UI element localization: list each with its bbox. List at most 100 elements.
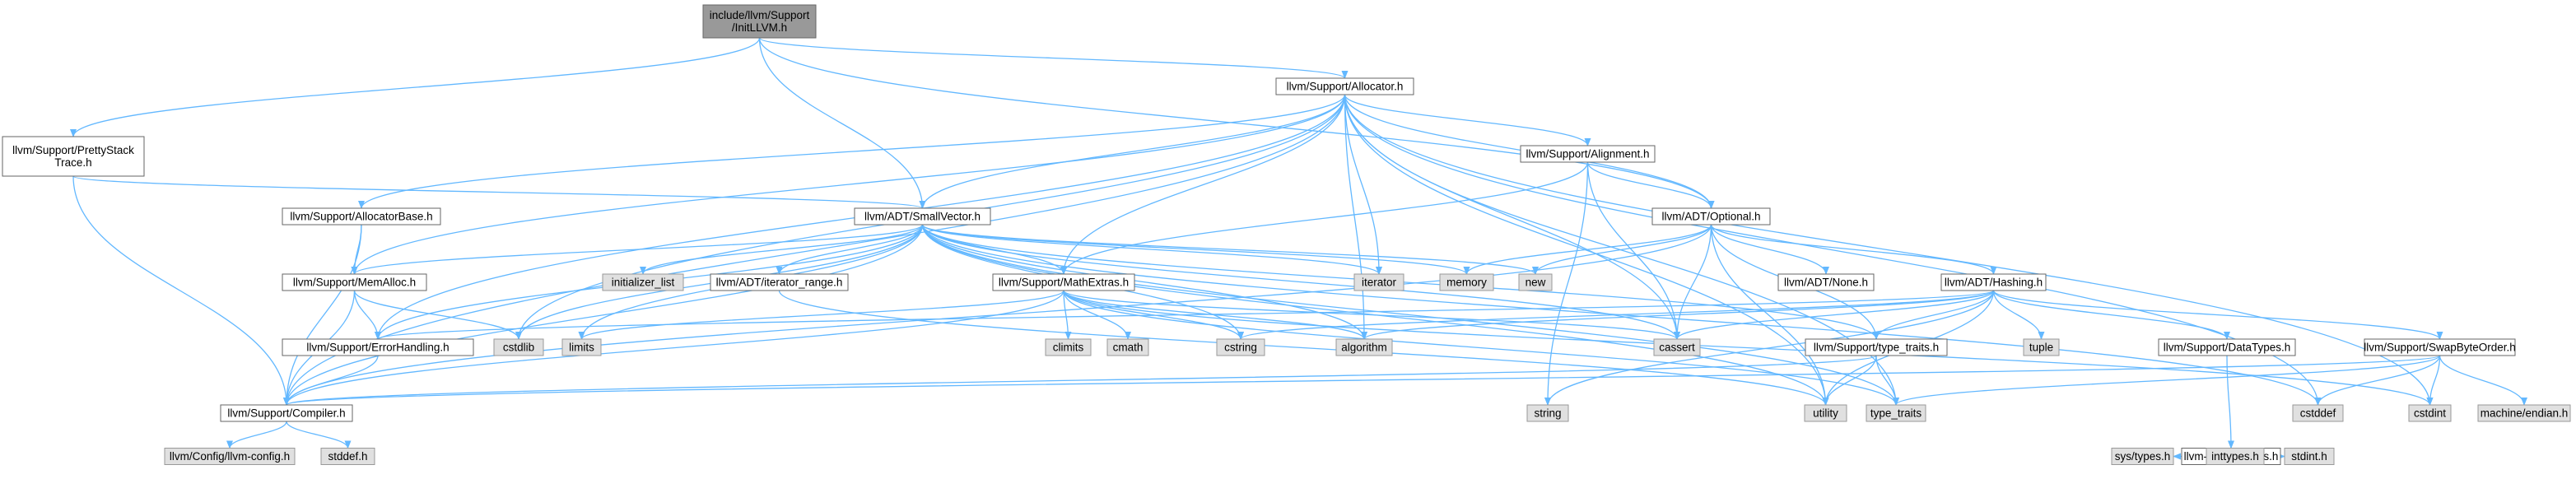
node-memalloc[interactable]: llvm/Support/MemAlloc.h <box>282 273 427 291</box>
node-box <box>2206 448 2265 465</box>
edge-datatypes-to-cdatatypes <box>2226 355 2234 449</box>
edge-swapbyte-to-type_traits <box>1893 355 2441 406</box>
edge-alloc-to-algorithm <box>1344 94 1367 340</box>
node-root[interactable]: include/llvm/Support/InitLLVM.h <box>702 4 817 39</box>
node-box <box>561 338 602 356</box>
edge-hashing-to-string <box>1544 290 1995 406</box>
edge-compiler-to-stddef <box>286 421 352 449</box>
node-mathextras[interactable]: llvm/Support/MathExtras.h <box>992 273 1135 291</box>
node-label: cstddef <box>2300 407 2336 420</box>
node-algorithm: algorithm <box>1335 338 1393 356</box>
node-box <box>1216 338 1265 356</box>
edge-alloc-to-compiler <box>283 94 1346 406</box>
node-box <box>702 4 817 39</box>
node-climits: climits <box>1045 338 1092 356</box>
node-label: machine/endian.h <box>2481 407 2569 420</box>
node-label: llvm/ADT/None.h <box>1784 277 1868 289</box>
node-box <box>220 404 353 422</box>
node-allocbase[interactable]: llvm/Support/AllocatorBase.h <box>282 207 441 226</box>
node-box <box>1335 338 1393 356</box>
node-alloc[interactable]: llvm/Support/Allocator.h <box>1275 77 1414 95</box>
edge-hashing-to-tuple <box>1992 290 2045 340</box>
node-label: cmath <box>1113 342 1144 354</box>
node-iterrange[interactable]: llvm/ADT/iterator_range.h <box>710 273 849 291</box>
node-box <box>164 448 296 465</box>
edge-mathextras-to-limits <box>578 290 1064 340</box>
node-typetraitsh[interactable]: llvm/Support/type_traits.h <box>1805 338 1948 356</box>
edge-pst-to-smallvec <box>72 175 925 209</box>
edge-swapbyte-to-cstddef <box>2314 355 2441 406</box>
edge-smallvec-to-algorithm <box>921 224 1367 340</box>
node-label: include/llvm/Support <box>710 9 810 21</box>
node-box <box>1439 273 1494 291</box>
edge-align-to-string <box>1544 161 1589 406</box>
node-label: tuple <box>2029 342 2053 354</box>
edge-optional-to-hashing <box>1710 224 1997 275</box>
node-smallvec[interactable]: llvm/ADT/SmallVector.h <box>854 207 991 226</box>
node-box <box>992 273 1135 291</box>
edge-pst-to-compiler <box>72 175 290 406</box>
node-memory: memory <box>1439 273 1494 291</box>
node-box <box>2158 338 2296 356</box>
edge-memalloc-to-cstdlib <box>353 290 522 340</box>
node-box <box>1106 338 1149 356</box>
node-box <box>1526 404 1569 422</box>
edge-mathextras-to-compiler <box>283 290 1064 406</box>
node-compiler[interactable]: llvm/Support/Compiler.h <box>220 404 353 422</box>
node-label: /InitLLVM.h <box>732 21 787 34</box>
node-label: cstring <box>1224 342 1257 354</box>
edge-alloc-to-mathextras <box>1060 94 1346 275</box>
node-label: llvm/Support/DataTypes.h <box>2164 342 2291 354</box>
edge-layer <box>70 37 2527 460</box>
node-box <box>2023 338 2060 356</box>
node-label: llvm/Support/MemAlloc.h <box>293 277 416 289</box>
edge-swapbyte-to-cstdint <box>2426 355 2441 406</box>
edge-alloc-to-cstdint <box>1344 94 2434 406</box>
edge-smallvec-to-new <box>921 224 1539 275</box>
edge-smallvec-to-memalloc <box>351 224 924 275</box>
node-swapbyte[interactable]: llvm/Support/SwapByteOrder.h <box>2364 338 2516 356</box>
edge-smallvec-to-memory <box>921 224 1470 275</box>
node-label: cassert <box>1659 342 1695 354</box>
node-align[interactable]: llvm/Support/Alignment.h <box>1520 145 1656 163</box>
node-errhandling[interactable]: llvm/Support/ErrorHandling.h <box>282 338 474 356</box>
node-hashing[interactable]: llvm/ADT/Hashing.h <box>1940 273 2047 291</box>
node-label: limits <box>569 342 594 354</box>
edge-alloc-to-allocbase <box>358 94 1346 209</box>
node-machendian: machine/endian.h <box>2477 404 2571 422</box>
edge-smallvec-to-iterrange <box>776 224 924 275</box>
edge-alloc-to-smallvec <box>919 94 1346 209</box>
edge-hashing-to-algorithm <box>1361 290 1995 340</box>
node-box <box>1353 273 1404 291</box>
edge-iterrange-to-utility <box>778 290 1829 406</box>
node-box <box>1804 404 1847 422</box>
node-stdint: stdint.h <box>2284 448 2335 465</box>
node-string: string <box>1526 404 1569 422</box>
node-iterator: iterator <box>1353 273 1404 291</box>
node-cstddef: cstddef <box>2292 404 2344 422</box>
node-box <box>2 136 145 177</box>
node-label: initializer_list <box>612 277 675 289</box>
node-inttypes: inttypes.h <box>2206 448 2265 465</box>
node-box <box>602 273 684 291</box>
node-datatypes[interactable]: llvm/Support/DataTypes.h <box>2158 338 2296 356</box>
edge-mathextras-to-climits <box>1063 290 1072 340</box>
edge-root-to-smallvec <box>758 37 926 209</box>
node-label: llvm/Support/PrettyStack <box>12 144 134 156</box>
node-label: cstdint <box>2414 407 2446 420</box>
node-none[interactable]: llvm/ADT/None.h <box>1777 273 1875 291</box>
node-label: llvm/Support/AllocatorBase.h <box>290 211 432 223</box>
node-box <box>2477 404 2571 422</box>
edge-typetraitsh-to-utility <box>1822 355 1877 406</box>
node-label: llvm/Support/MathExtras.h <box>999 277 1129 289</box>
node-new: new <box>1518 273 1553 291</box>
node-optional[interactable]: llvm/ADT/Optional.h <box>1651 207 1771 226</box>
node-box <box>493 338 544 356</box>
edge-mathextras-to-cstdint <box>1063 290 2434 406</box>
node-box <box>710 273 849 291</box>
edge-mathextras-to-cmath <box>1063 290 1131 340</box>
edge-root-to-alloc <box>758 37 1349 79</box>
node-box <box>1805 338 1948 356</box>
node-box <box>282 207 441 226</box>
